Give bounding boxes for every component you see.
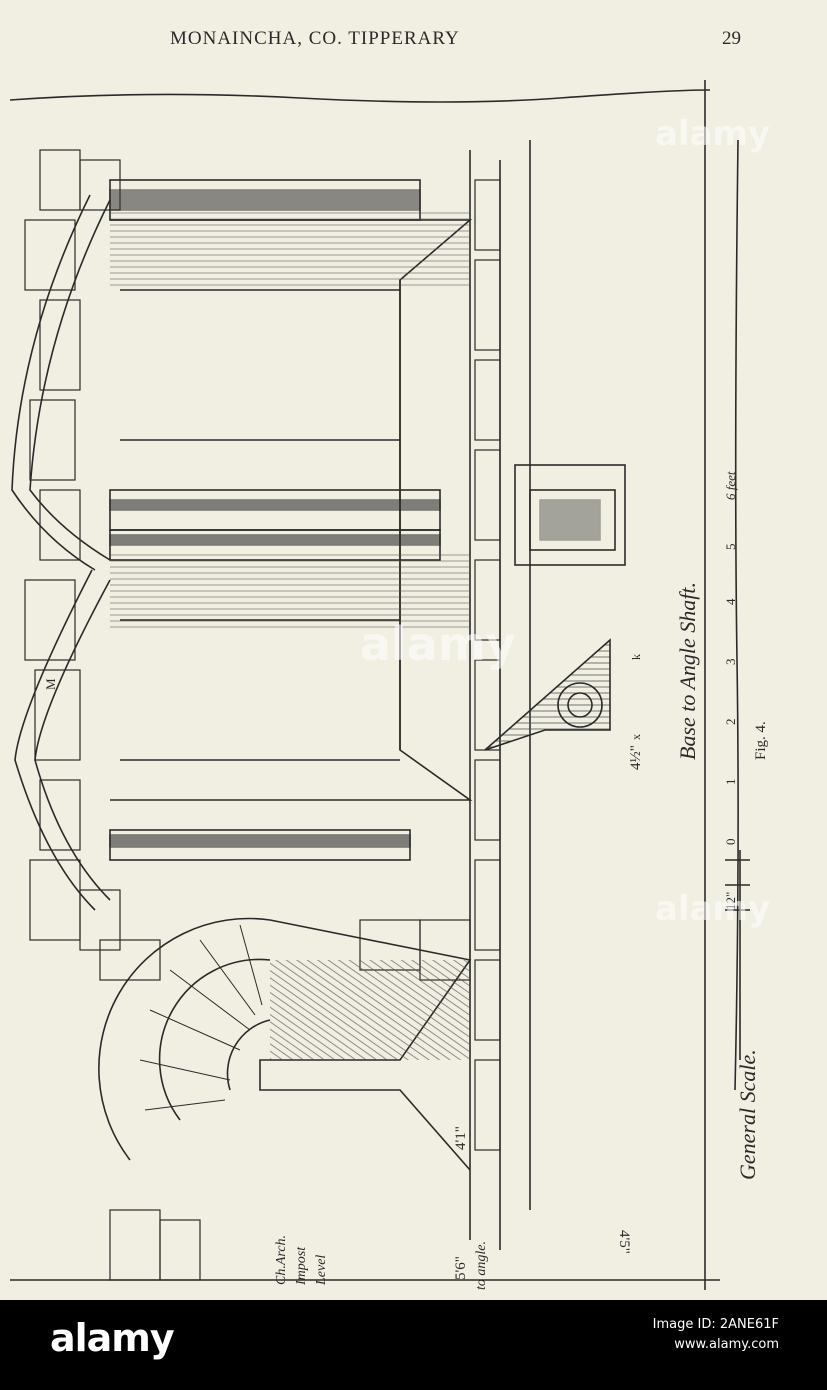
dimension-4-1: 4'1" [453, 1126, 469, 1150]
to-angle: to angle. [474, 1241, 489, 1290]
scale-tick-4: 4 [723, 598, 738, 605]
alamy-logo: alamy [50, 1316, 175, 1360]
scale-tick-5: 5 [723, 544, 738, 551]
running-head: MONAINCHA, CO. TIPPERARY [170, 28, 460, 49]
spiral-stair [98, 917, 472, 1171]
image-id: Image ID: 2ANE61F [652, 1317, 779, 1332]
mark-m: M [43, 678, 58, 690]
scale-line [734, 139, 739, 1091]
ch-arch-label: Ch.Arch. [274, 1235, 289, 1285]
book-page: MONAINCHA, CO. TIPPERARY 29 [0, 28, 827, 1290]
impost-label: Impost [294, 1246, 309, 1286]
detail-title: Base to Angle Shaft. [675, 582, 700, 760]
watermark-middle: alamy [360, 617, 516, 671]
scale-tick-1: 1 [723, 779, 738, 786]
shaft-group [109, 179, 441, 861]
mark-x: x [629, 734, 643, 740]
dimension-4-5: 4'5" [616, 1230, 632, 1254]
scale-tick-12: 12" [723, 892, 738, 910]
watermark-top: alamy [655, 114, 770, 154]
scale-tick-3: 3 [723, 659, 738, 666]
mark-k: k [629, 654, 643, 660]
dimension-5-6: 5'6" [453, 1256, 469, 1280]
architectural-drawing: Base to Angle Shaft. General Scale. Fig.… [9, 80, 770, 1290]
figure-caption: Fig. 4. [753, 721, 769, 760]
page-number: 29 [722, 28, 741, 49]
scale-tick-0: 0 [723, 839, 738, 846]
watermark-lower: alamy [655, 889, 770, 929]
site-url: www.alamy.com [674, 1337, 779, 1352]
dimension-4-half: 4½" [628, 745, 644, 770]
arch-lower [34, 579, 111, 901]
masonry [24, 149, 501, 1281]
frame-top [9, 89, 711, 103]
scale-tick-6: 6 feet [723, 471, 738, 500]
scale-tick-2: 2 [723, 719, 738, 726]
arch-upper [29, 199, 111, 561]
level-label: Level [314, 1255, 329, 1286]
banner-meta: Image ID: 2ANE61F www.alamy.com [589, 1315, 779, 1355]
stock-banner [0, 1300, 827, 1390]
shaft-base-detail [484, 464, 626, 751]
general-scale-label: General Scale. [735, 1049, 760, 1180]
page-header: MONAINCHA, CO. TIPPERARY 29 [0, 28, 827, 58]
